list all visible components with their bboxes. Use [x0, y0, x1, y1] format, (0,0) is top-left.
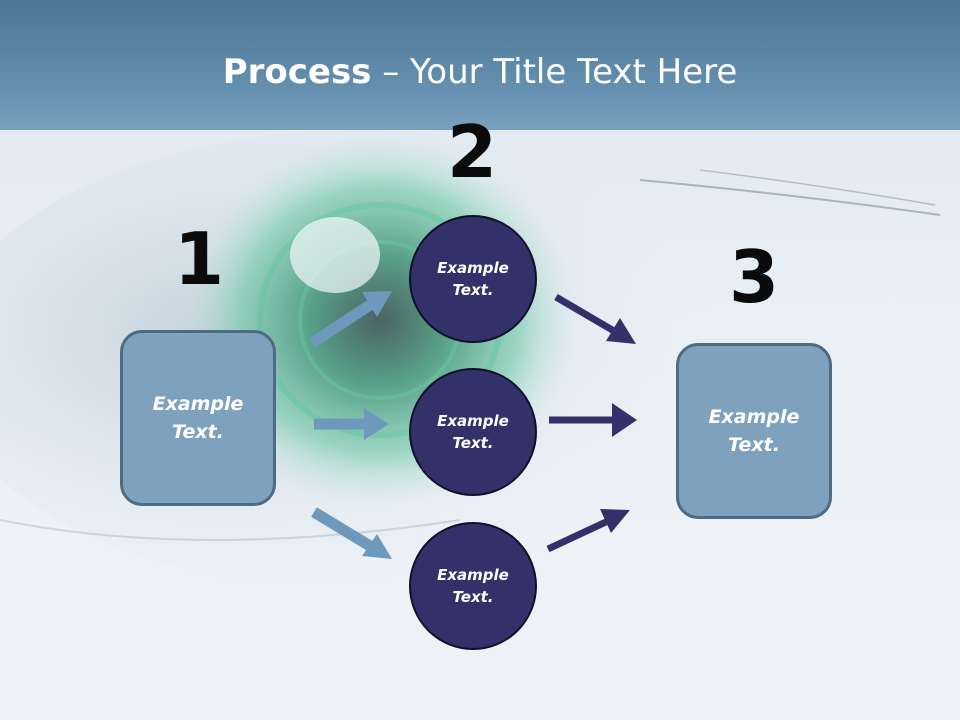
step-3-number: 3	[728, 235, 780, 319]
slide-title: Process – Your Title Text Here	[0, 52, 960, 92]
arrow-1-to-bottom	[311, 507, 392, 559]
arrow-bottom-to-3	[546, 509, 630, 553]
step-2-item-2-label: Example Text.	[437, 411, 509, 453]
step-1-label: Example Text.	[152, 392, 244, 444]
step-1-number: 1	[173, 217, 225, 301]
step-2-number: 2	[446, 110, 498, 194]
arrow-top-to-3	[554, 293, 636, 344]
arrow-1-to-middle	[314, 408, 389, 440]
step-3-box[interactable]: Example Text.	[676, 343, 832, 519]
arrow-1-to-top	[308, 291, 392, 348]
arrow-middle-to-3	[549, 403, 637, 437]
step-2-circle-middle[interactable]: Example Text.	[409, 368, 537, 496]
step-2-circle-top[interactable]: Example Text.	[409, 215, 537, 343]
step-2-item-3-label: Example Text.	[437, 565, 509, 607]
step-2-item-1-label: Example Text.	[437, 258, 509, 300]
step-3-label: Example Text.	[708, 405, 800, 457]
step-2-circle-bottom[interactable]: Example Text.	[409, 522, 537, 650]
step-1-box[interactable]: Example Text.	[120, 330, 276, 506]
title-rest: – Your Title Text Here	[371, 52, 738, 92]
title-bar	[0, 0, 960, 130]
title-bold: Process	[222, 52, 372, 92]
